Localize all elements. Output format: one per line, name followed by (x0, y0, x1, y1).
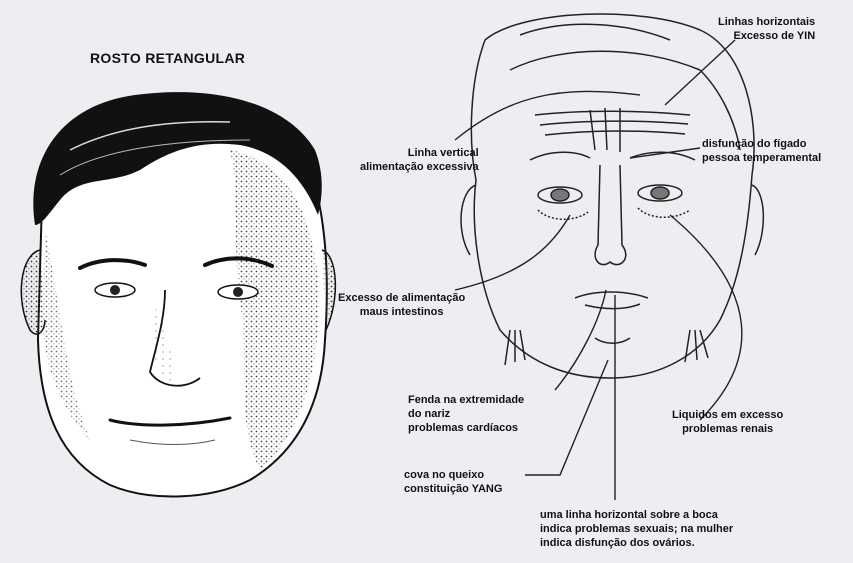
label-horizontal-lines: Linhas horizontais Excesso de YIN (718, 15, 815, 43)
label-mouth: uma linha horizontal sobre a boca indica… (540, 508, 733, 550)
label-intestine: Excesso de alimentação maus intestinos (338, 291, 465, 319)
label-chin: cova no queixo constituição YANG (404, 468, 502, 496)
label-liquids: Liquidos em excesso problemas renais (672, 408, 783, 436)
label-nose: Fenda na extremidade do nariz problemas … (408, 393, 524, 435)
label-liver: disfunção do fígado pessoa temperamental (702, 137, 821, 165)
label-vertical-line: Linha vertical alimentação excessiva (360, 146, 479, 174)
